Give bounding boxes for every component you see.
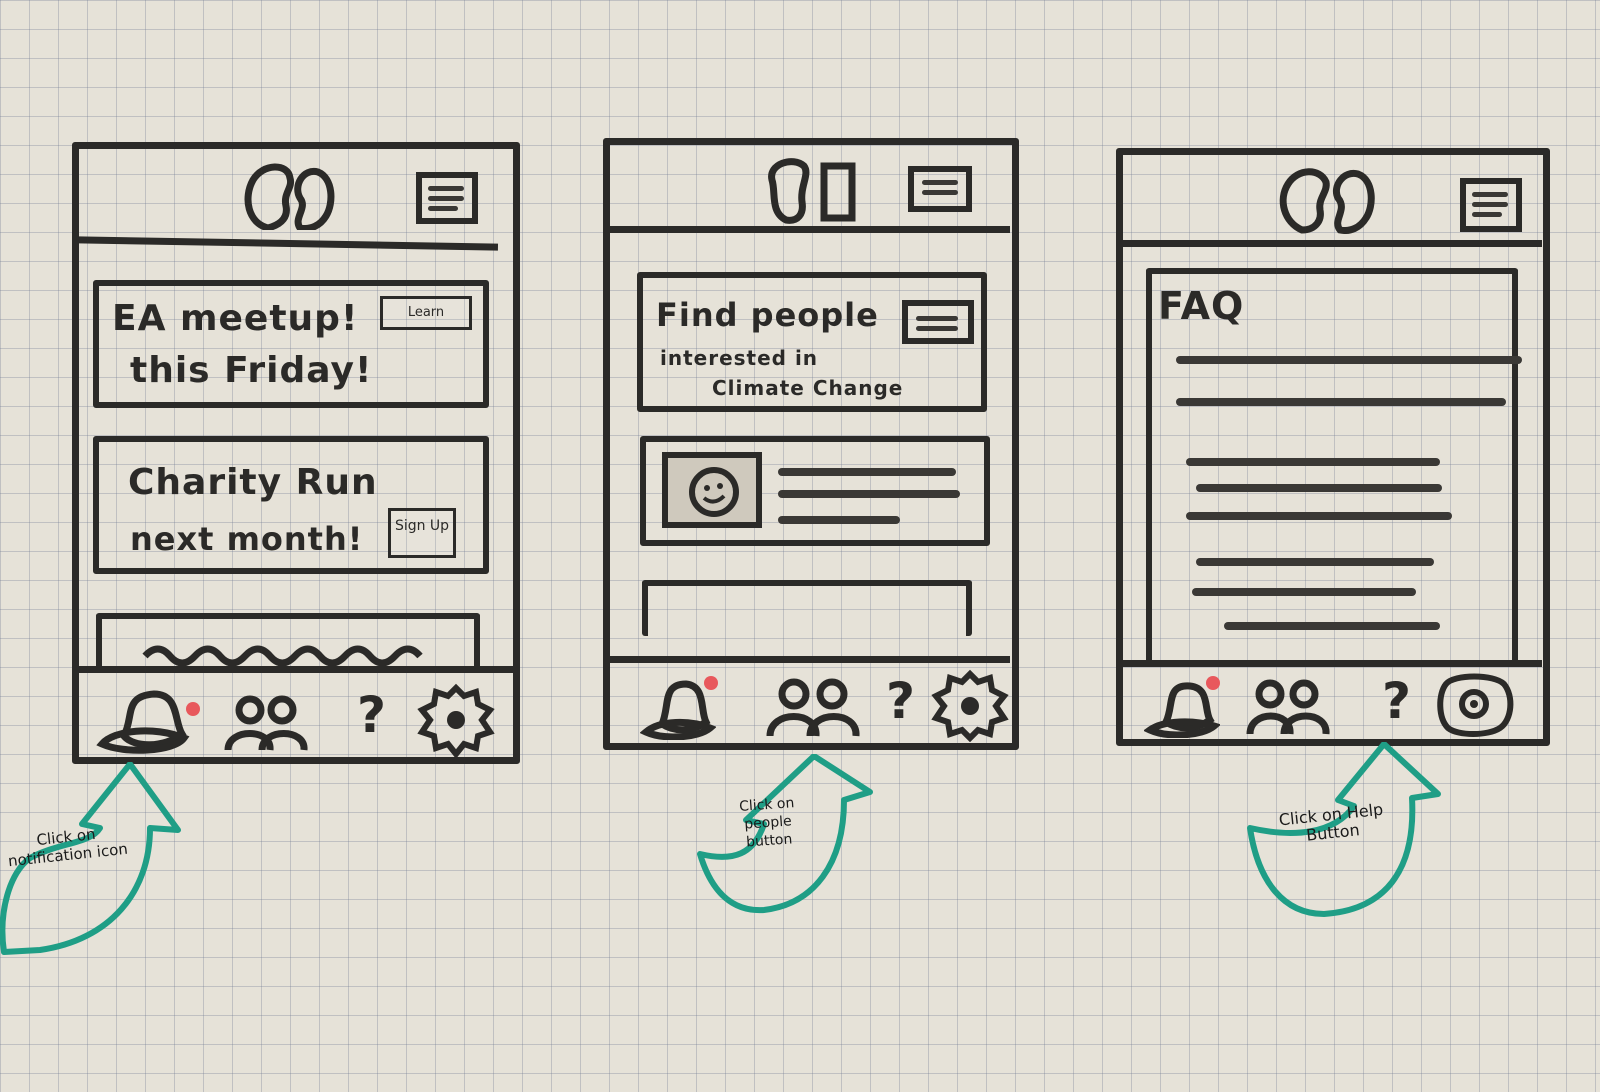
- header-divider: [610, 226, 1010, 233]
- faq-line: [1186, 458, 1440, 466]
- person-info-line: [778, 490, 960, 498]
- settings-gear-icon[interactable]: [930, 668, 1010, 742]
- menu-button[interactable]: [908, 166, 972, 212]
- faq-line: [1186, 512, 1452, 520]
- screen-notifications: [72, 142, 520, 764]
- notification-bell-icon[interactable]: [640, 676, 716, 740]
- sign-up-button[interactable]: Sign Up: [388, 508, 456, 558]
- faq-line: [1196, 558, 1434, 566]
- faq-line: [1224, 622, 1440, 630]
- faq-line: [1196, 484, 1442, 492]
- event-title-line1: Charity Run: [128, 462, 378, 503]
- annotation-arrow: [1247, 742, 1441, 917]
- learn-button[interactable]: Learn: [380, 296, 472, 330]
- screen-help-faq: [1116, 148, 1550, 746]
- people-icon[interactable]: [222, 690, 312, 754]
- event-card-meetup[interactable]: [93, 280, 489, 408]
- faq-title: FAQ: [1158, 284, 1245, 328]
- person-info-line: [778, 516, 900, 524]
- help-icon[interactable]: ?: [357, 686, 388, 744]
- squiggle-placeholder: [142, 645, 423, 667]
- menu-line: [1472, 212, 1502, 217]
- annotation-arrow: [0, 762, 181, 955]
- settings-gear-icon[interactable]: [1434, 672, 1514, 738]
- menu-line: [1472, 202, 1508, 207]
- header-divider: [1122, 240, 1542, 247]
- notification-bell-icon[interactable]: [94, 686, 194, 756]
- person-info-line: [778, 468, 956, 476]
- menu-line: [1472, 192, 1508, 197]
- menu-button[interactable]: [902, 300, 974, 344]
- interest-card-climate[interactable]: [637, 272, 987, 412]
- logo-icon: [1279, 168, 1375, 234]
- people-icon[interactable]: [1244, 676, 1334, 738]
- menu-button[interactable]: [1460, 178, 1522, 232]
- menu-button[interactable]: [416, 172, 478, 224]
- smiley-face-icon: [689, 467, 739, 517]
- faq-panel: [1146, 268, 1518, 666]
- interest-title-line1: Find people: [656, 296, 879, 334]
- faq-line: [1176, 356, 1522, 364]
- menu-line: [428, 196, 464, 201]
- event-title-line2: this Friday!: [130, 350, 373, 391]
- help-icon[interactable]: ?: [1382, 672, 1413, 730]
- interest-title-line3: Climate Change: [712, 376, 904, 400]
- logo-icon: [768, 158, 856, 224]
- menu-line: [428, 206, 458, 211]
- person-card-partial: [642, 580, 972, 636]
- menu-line: [922, 180, 958, 185]
- event-card-partial: [96, 613, 480, 673]
- faq-line: [1192, 588, 1416, 596]
- annotation-note-people: Click on people button: [738, 795, 795, 851]
- screen-people: [603, 138, 1019, 750]
- people-icon[interactable]: [764, 674, 864, 740]
- annotation-arrow: [697, 754, 873, 914]
- event-title-line1: EA meetup!: [112, 298, 359, 339]
- notification-bell-icon[interactable]: [1144, 678, 1220, 738]
- notification-badge: [1206, 676, 1220, 690]
- settings-gear-icon[interactable]: [416, 682, 496, 758]
- notification-badge: [186, 702, 200, 716]
- notification-badge: [704, 676, 718, 690]
- tabbar-divider: [1122, 660, 1542, 667]
- menu-line: [916, 316, 958, 321]
- logo-icon: [244, 163, 335, 230]
- faq-line: [1176, 398, 1506, 406]
- interest-title-line2: interested in: [660, 346, 819, 370]
- menu-line: [922, 190, 958, 195]
- person-card[interactable]: [640, 436, 990, 546]
- menu-line: [428, 186, 464, 191]
- menu-line: [916, 326, 958, 331]
- event-card-charity-run[interactable]: [93, 436, 489, 574]
- help-icon[interactable]: ?: [886, 672, 917, 730]
- tabbar-divider: [610, 656, 1010, 663]
- tabbar-divider: [78, 666, 514, 673]
- event-title-line2: next month!: [130, 520, 364, 558]
- avatar: [662, 452, 762, 528]
